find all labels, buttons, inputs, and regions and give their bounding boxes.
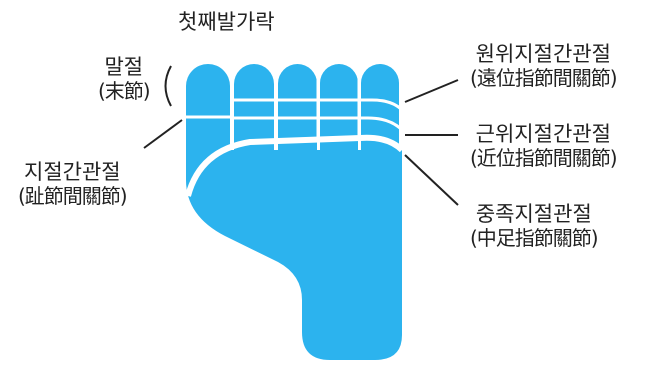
label-proximal-interphalangeal-joint-ko: 근위지절간관절 [475, 122, 611, 146]
label-interphalangeal-joint: 지절간관절 (趾節間關節) [18, 160, 128, 208]
label-metatarsophalangeal-joint: 중족지절관절 (中足指節關節) [470, 202, 599, 250]
sole [186, 150, 402, 360]
label-distal-phalanx-ko: 말절 [104, 55, 144, 79]
interphalangeal-joint-leader [143, 119, 183, 149]
proximal-interphalangeal-joint-line [233, 116, 404, 132]
label-proximal-interphalangeal-joint-hanja: (近位指節間關節) [470, 146, 618, 170]
metatarsophalangeal-joint-leader [404, 154, 459, 206]
label-distal-interphalangeal-joint-hanja: (遠位指節間關節) [470, 66, 618, 90]
label-interphalangeal-joint-ko: 지절간관절 [24, 160, 121, 184]
label-distal-phalanx: 말절 (末節) [98, 55, 151, 103]
label-proximal-interphalangeal-joint: 근위지절간관절 (近位指節間關節) [470, 122, 618, 170]
distal-phalanx-bracket [164, 65, 172, 107]
distal-interphalangeal-joint-leader [404, 79, 459, 103]
label-metatarsophalangeal-joint-hanja: (中足指節關節) [470, 226, 599, 250]
label-distal-interphalangeal-joint: 원위지절간관절 (遠位指節間關節) [470, 42, 618, 90]
label-first-toe: 첫째발가락 [178, 10, 275, 34]
distal-interphalangeal-joint-line [233, 98, 404, 112]
toe-gap-lines [230, 78, 361, 140]
metatarsophalangeal-joint-line [185, 134, 405, 197]
label-interphalangeal-joint-hanja: (趾節間關節) [18, 184, 128, 208]
label-distal-phalanx-hanja: (末節) [98, 79, 151, 103]
label-distal-interphalangeal-joint-ko: 원위지절간관절 [475, 42, 611, 66]
label-metatarsophalangeal-joint-ko: 중족지절관절 [475, 202, 592, 226]
